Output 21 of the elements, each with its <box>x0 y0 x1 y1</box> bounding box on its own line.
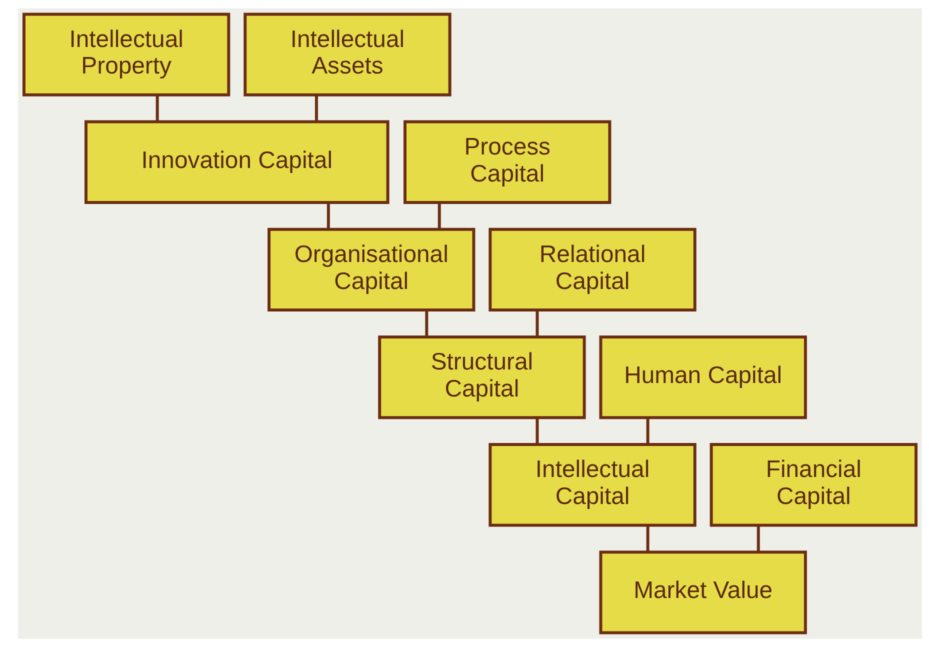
connector <box>535 418 538 444</box>
node-box: Human Capital <box>598 335 806 420</box>
node-box: Financial Capital <box>709 443 918 527</box>
connector <box>326 202 330 229</box>
node-box: Relational Capital <box>488 228 696 312</box>
node-box: Organisational Capital <box>267 228 475 312</box>
node-box: Market Value <box>598 550 806 634</box>
node-box: Process Capital <box>403 120 611 204</box>
connector <box>424 310 428 337</box>
connector <box>756 526 760 552</box>
connector <box>646 418 649 444</box>
connector <box>437 202 440 229</box>
connector <box>155 95 158 122</box>
connector <box>535 310 538 337</box>
connector <box>314 95 318 122</box>
node-box: Intellectual Property <box>22 12 230 96</box>
connector <box>646 526 649 552</box>
node-box: Intellectual Capital <box>488 443 696 527</box>
node-box: Innovation Capital <box>84 120 389 204</box>
node-box: Structural Capital <box>378 335 586 420</box>
node-box: Intellectual Assets <box>243 12 451 96</box>
